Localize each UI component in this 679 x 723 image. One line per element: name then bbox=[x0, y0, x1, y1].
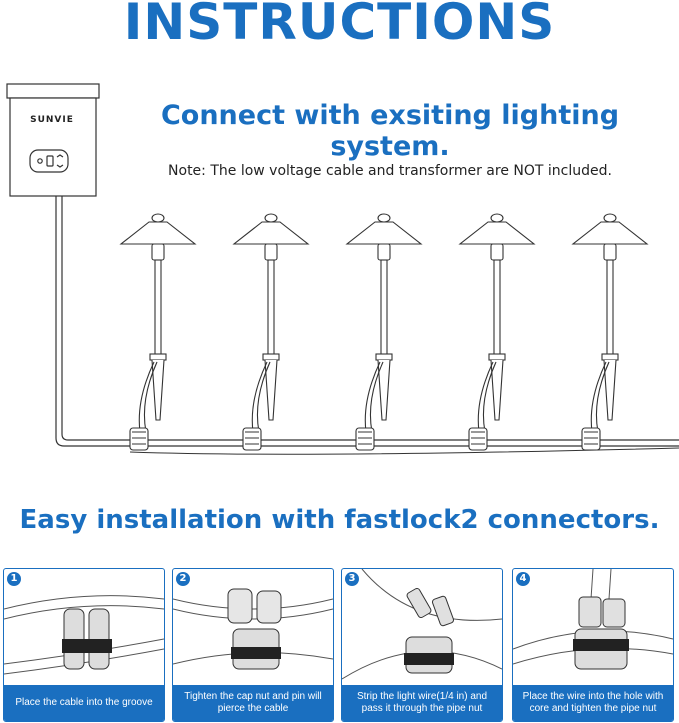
step-caption: Tighten the cap nut and pin will pierce … bbox=[173, 685, 333, 721]
lighting-system-illustration: SUNVIE bbox=[6, 83, 679, 455]
transformer-brand: SUNVIE bbox=[30, 115, 74, 125]
step-4-illustration bbox=[513, 569, 673, 670]
note-text: Note: The low voltage cable and transfor… bbox=[168, 163, 612, 179]
step-card-1: 1 Place the cable into the groove bbox=[3, 568, 165, 722]
path-light bbox=[345, 213, 423, 451]
step-card-3: 3 Strip the light wire(1/4 in) and pass … bbox=[341, 568, 503, 722]
step-number: 4 bbox=[516, 572, 530, 586]
step-card-2: 2 Tighten the cap nut and pin will pierc… bbox=[172, 568, 334, 722]
step-1-illustration bbox=[4, 595, 164, 675]
path-light bbox=[458, 213, 536, 451]
step-caption: Place the wire into the hole with core a… bbox=[513, 685, 673, 721]
path-light bbox=[119, 213, 197, 451]
step-3-illustration bbox=[342, 569, 502, 680]
page-title: INSTRUCTIONS bbox=[123, 0, 556, 51]
step-number: 1 bbox=[7, 572, 21, 586]
step-caption: Place the cable into the groove bbox=[4, 685, 164, 721]
transformer-box bbox=[6, 83, 100, 197]
path-light bbox=[232, 213, 310, 451]
step-2-illustration bbox=[173, 588, 333, 670]
connect-heading: Connect with exsiting lighting system. bbox=[160, 100, 620, 162]
path-light bbox=[571, 213, 649, 451]
step-card-4: 4 Place the wire into the hole with core… bbox=[512, 568, 674, 722]
fastlock-heading: Easy installation with fastlock2 connect… bbox=[19, 505, 660, 535]
installation-steps: 1 Place the cable into the groove 2 Tigh… bbox=[0, 568, 679, 723]
step-number: 2 bbox=[176, 572, 190, 586]
step-number: 3 bbox=[345, 572, 359, 586]
step-caption: Strip the light wire(1/4 in) and pass it… bbox=[342, 685, 502, 721]
